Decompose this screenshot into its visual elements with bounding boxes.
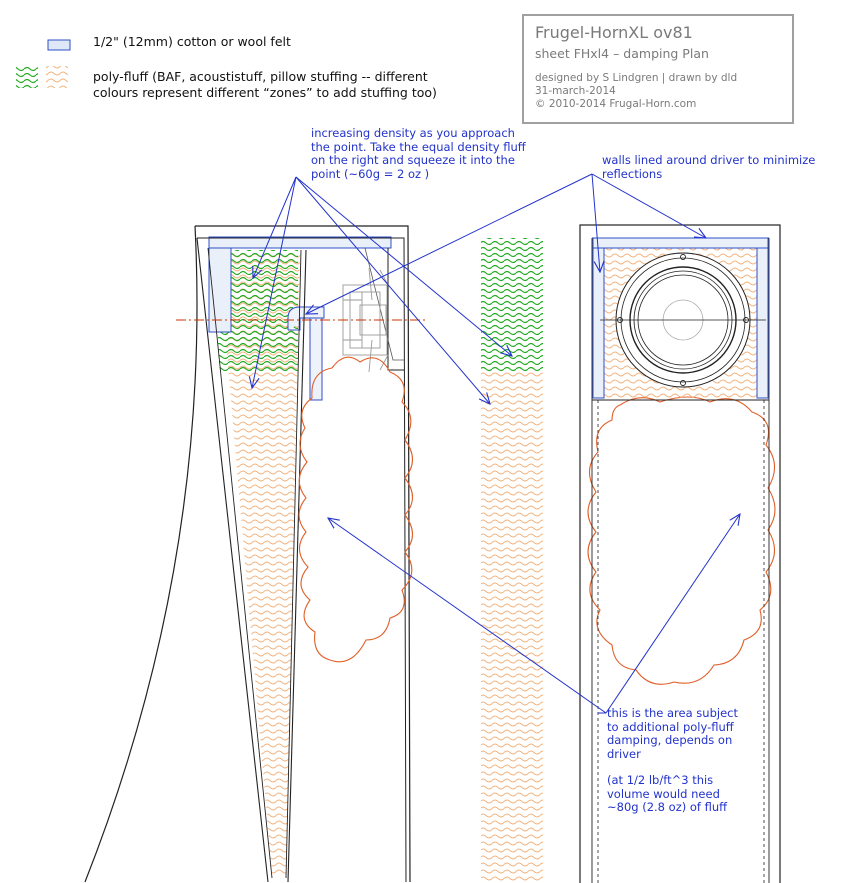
side-view-inner-wall <box>197 237 407 883</box>
density-note-line: the point. Take the equal density fluff <box>311 139 526 154</box>
volume-note-line: volume would need <box>607 786 720 801</box>
area-note-line: driver <box>607 746 641 761</box>
legend-felt-label: 1/2" (12mm) cotton or wool felt <box>93 34 291 49</box>
side-view-felt-tube <box>287 306 325 401</box>
legend-fluff-label-line1: poly-fluff (BAF, acoustistuff, pillow st… <box>93 69 428 84</box>
side-view-horn-wall-left <box>196 237 269 883</box>
walls-arrow-1 <box>306 173 593 314</box>
density-arrow-2 <box>252 176 297 388</box>
density-arrow-4 <box>295 176 490 404</box>
drawing-date: 31-march-2014 <box>535 85 616 97</box>
felt-legend-swatch <box>47 39 71 51</box>
density-note-line: increasing density as you approach <box>311 126 515 140</box>
middle-strip-green-fluff <box>481 238 543 372</box>
area-note-line: to additional poly-fluff <box>607 719 734 734</box>
orange-fluff-legend-swatch <box>46 66 68 88</box>
walls-arrow-3 <box>591 173 706 238</box>
side-view-baffle-left <box>387 248 404 371</box>
legend-fluff-label-line2: colours represent different “zones” to a… <box>93 85 437 100</box>
front-view-damping-cloud <box>587 396 776 685</box>
area-arrow-1 <box>328 518 607 714</box>
density-note-line: on the right and squeeze it into the <box>311 153 515 167</box>
area-note-line: damping, depends on <box>607 733 733 747</box>
volume-note-line: ~80g (2.8 oz) of fluff <box>607 800 728 814</box>
title-block <box>522 14 794 124</box>
designer-credit: designed by S Lindgren | drawn by dld <box>535 72 738 84</box>
sheet-label: sheet FHxl4 – damping Plan <box>535 46 709 61</box>
density-arrow-1 <box>253 176 297 278</box>
side-view-orange-fluff <box>218 250 300 875</box>
copyright-line: © 2010-2014 Frugal-Horn.com <box>535 98 697 110</box>
area-arrow-2 <box>605 514 740 714</box>
walls-arrow-2 <box>591 173 600 272</box>
side-view-horn-wall-right <box>287 249 307 883</box>
green-fluff-legend-swatch <box>16 66 38 88</box>
front-view-outer <box>579 224 781 883</box>
side-view-mouth-curve <box>84 225 198 883</box>
side-view-horn-wall-right-inner <box>285 249 302 879</box>
side-view-top-felt <box>208 236 392 249</box>
density-note-line: point (~60g = 2 oz ) <box>311 166 430 181</box>
side-view-felt-tube-outline <box>288 317 310 331</box>
middle-strip-orange-fluff <box>481 372 543 882</box>
side-view-cabinet <box>84 225 428 883</box>
front-view-cabinet <box>579 224 781 883</box>
drawing-title: Frugel-HornXL ov81 <box>535 23 693 42</box>
side-view-horn-wall-left-inner <box>207 247 273 879</box>
side-view-damping-cloud <box>298 356 414 663</box>
front-view-right-felt <box>756 247 769 399</box>
walls-note-line: reflections <box>602 166 663 181</box>
annotation-leaders <box>252 173 740 714</box>
volume-note-line: (at 1/2 lb/ft^3 this <box>607 773 714 787</box>
walls-note-line: walls lined around driver to minimize <box>602 153 816 167</box>
front-view-top-felt <box>592 237 769 249</box>
side-view-outer-top <box>195 225 411 883</box>
middle-fluff-strip <box>481 238 543 882</box>
area-note-line: this is the area subject <box>607 706 738 720</box>
front-view-left-felt <box>592 247 605 399</box>
